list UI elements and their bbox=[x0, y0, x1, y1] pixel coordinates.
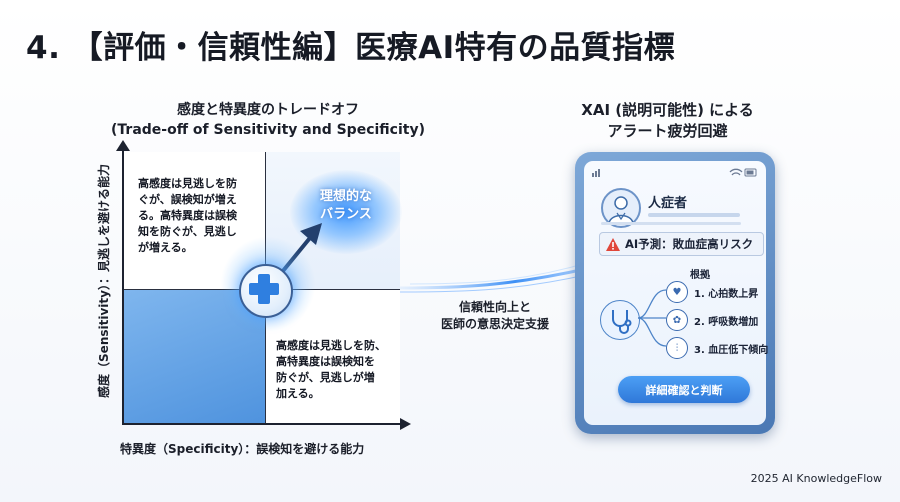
reason-item-1: ♥ 1. 心拍数上昇 bbox=[666, 281, 758, 303]
reason-text: 3. 血圧低下傾向 bbox=[694, 344, 769, 356]
connector-caption-line: 信頼性向上と bbox=[458, 300, 531, 314]
x-axis-line bbox=[122, 423, 402, 425]
y-axis-label: 感度（Sensitivity）：見逃しを避ける能力 bbox=[97, 164, 111, 398]
quadrant-text-line: 高感度は見逃しを防 bbox=[138, 177, 237, 190]
warning-icon bbox=[606, 237, 620, 251]
placeholder-line bbox=[601, 222, 741, 225]
ideal-balance-line: バランス bbox=[320, 207, 372, 222]
connector-light-line bbox=[400, 261, 590, 293]
ai-prediction-text: AI予測：敗血症高リスク bbox=[625, 237, 754, 251]
status-bar bbox=[592, 168, 757, 177]
xai-heading: XAI (説明可能性) による アラート疲労回避 bbox=[560, 100, 775, 142]
reason-connector-lines bbox=[637, 289, 667, 347]
quadrant-text-line: 知を防ぐが、見逃し bbox=[138, 225, 237, 238]
ideal-balance-line: 理想的な bbox=[319, 189, 372, 204]
reason-text: 2. 呼吸数増加 bbox=[694, 316, 759, 328]
quadrant-text-line: ぐが、誤検知が増え bbox=[138, 193, 237, 206]
quadrant-text-line: る。高特異度は誤検 bbox=[138, 209, 237, 222]
page-title: 4. 【評価・信頼性編】医療AI特有の品質指標 bbox=[26, 30, 676, 66]
tradeoff-heading-ja: 感度と特異度のトレードオフ bbox=[177, 102, 359, 118]
signal-icon bbox=[592, 169, 600, 177]
wifi-icon bbox=[729, 168, 743, 176]
quadrant-text-line: 高感度は見逃しを防、 bbox=[276, 339, 386, 352]
ideal-balance-label: 理想的な バランス bbox=[296, 188, 396, 224]
xai-heading-line: アラート疲労回避 bbox=[607, 122, 728, 140]
basis-label: 根拠 bbox=[690, 270, 710, 281]
lungs-icon: ✿ bbox=[666, 309, 688, 331]
footer-credit: 2025 AI KnowledgeFlow bbox=[750, 472, 882, 485]
placeholder-line bbox=[648, 213, 740, 217]
x-axis-label: 特異度（Specificity）：誤検知を避ける能力 bbox=[120, 442, 365, 456]
patient-label: 人症者 bbox=[648, 196, 688, 211]
connector-caption: 信頼性向上と 医師の意思決定支援 bbox=[420, 299, 570, 333]
battery-icon bbox=[744, 168, 757, 177]
quadrant-text-line: 高特異度は誤検知を bbox=[276, 355, 375, 368]
connector-caption-line: 医師の意思決定支援 bbox=[440, 317, 549, 331]
x-axis-arrow-icon bbox=[400, 418, 411, 430]
reason-item-3: ⫶ 3. 血圧低下傾向 bbox=[666, 337, 768, 359]
tradeoff-heading: 感度と特異度のトレードオフ (Trade-off of Sensitivity … bbox=[88, 100, 448, 140]
doctor-avatar-icon bbox=[601, 188, 641, 228]
heart-rate-icon: ♥ bbox=[666, 281, 688, 303]
reason-item-2: ✿ 2. 呼吸数増加 bbox=[666, 309, 758, 331]
xai-heading-line: XAI (説明可能性) による bbox=[581, 101, 754, 119]
thermometer-icon: ⫶ bbox=[666, 337, 688, 359]
tradeoff-heading-en: (Trade-off of Sensitivity and Specificit… bbox=[111, 122, 425, 138]
quadrant-text-line: 防ぐが、見逃しが増 bbox=[276, 371, 375, 384]
detail-confirm-button[interactable]: 詳細確認と判断 bbox=[618, 376, 750, 403]
quadrant-text-line: 加える。 bbox=[276, 387, 320, 400]
quadrant-text-line: が増える。 bbox=[138, 241, 193, 254]
y-axis-line bbox=[122, 148, 124, 425]
stethoscope-icon bbox=[600, 300, 640, 340]
ai-prediction-alert[interactable]: AI予測：敗血症高リスク bbox=[599, 232, 764, 256]
medical-cross-icon bbox=[239, 264, 293, 318]
quadrant-text-top-left: 高感度は見逃しを防 ぐが、誤検知が増え る。高特異度は誤検 知を防ぐが、見逃し … bbox=[138, 176, 237, 256]
y-axis-arrow-icon bbox=[116, 140, 130, 151]
reason-text: 1. 心拍数上昇 bbox=[694, 288, 759, 300]
quadrant-text-bottom-right: 高感度は見逃しを防、 高特異度は誤検知を 防ぐが、見逃しが増 加える。 bbox=[276, 338, 386, 402]
